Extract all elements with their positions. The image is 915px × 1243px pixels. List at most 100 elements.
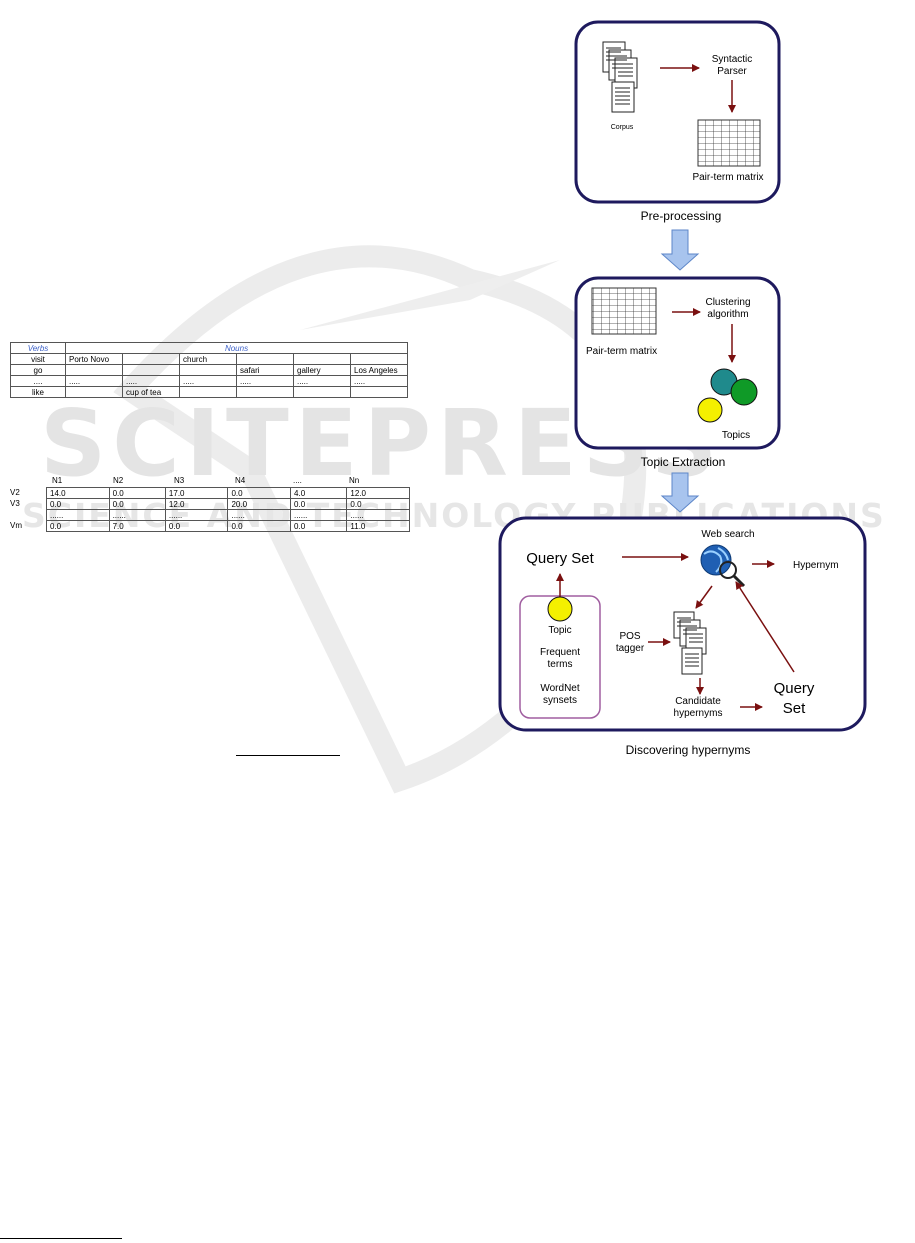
clustering-label-line1: Clustering bbox=[705, 297, 750, 308]
table-cell: 0.0 bbox=[290, 498, 348, 510]
topic-cluster-green bbox=[730, 378, 758, 406]
table-cell bbox=[65, 364, 123, 376]
table-cell: ..... bbox=[122, 375, 180, 387]
matrix-column-headers: N1 N2 N3 N4 .... Nn bbox=[10, 476, 410, 487]
pair-term-matrix-label: Pair-term matrix bbox=[586, 346, 657, 357]
topic-label: Topic bbox=[548, 625, 571, 636]
matrix-row-label: V3 bbox=[10, 499, 20, 508]
table-cell: ..... bbox=[293, 375, 351, 387]
table-cell: safari bbox=[236, 364, 294, 376]
table-cell: 14.0 bbox=[46, 487, 110, 499]
table-cell: ..... bbox=[65, 375, 123, 387]
frequent-terms-line2: terms bbox=[548, 659, 573, 670]
pos-tagger-line2: tagger bbox=[616, 643, 645, 654]
table-cell: 12.0 bbox=[346, 487, 410, 499]
table-cell: like bbox=[10, 386, 66, 398]
topic-circle bbox=[547, 596, 573, 622]
table-cell: ...... bbox=[164, 509, 229, 521]
architecture-diagram: Corpus Syntactic Parser Pair-term matrix… bbox=[498, 20, 867, 757]
table-cell: ...... bbox=[46, 509, 110, 521]
table-row: like cup of tea bbox=[10, 386, 408, 398]
table-cell: ...... bbox=[346, 509, 410, 521]
corpus-documents-icon bbox=[602, 41, 638, 113]
table-cell: ...... bbox=[290, 509, 348, 521]
table-row: 14.0 0.0 17.0 0.0 4.0 12.0 bbox=[46, 487, 410, 499]
table-cell: 17.0 bbox=[164, 487, 229, 499]
table-cell bbox=[236, 353, 294, 365]
matrix-column-header: N4 bbox=[235, 476, 246, 485]
topic-cluster-yellow bbox=[697, 397, 723, 423]
discovering-hypernyms-stage: Query Set Web search Hypernym Topic Freq… bbox=[498, 516, 867, 757]
table-cell bbox=[350, 353, 408, 365]
table-header-row: Verbs Nouns bbox=[10, 342, 408, 354]
frequent-terms-line1: Frequent bbox=[540, 647, 580, 658]
wordnet-synsets-line1: WordNet bbox=[540, 683, 579, 694]
matrix-row-label: Vm bbox=[10, 521, 22, 530]
matrix-row-label: V2 bbox=[10, 488, 20, 497]
block-arrow-down bbox=[660, 472, 700, 513]
topic-extraction-stage: Pair-term matrix Clustering algorithm To… bbox=[574, 276, 781, 469]
pair-term-matrix: N1 N2 N3 N4 .... Nn V2 V3 Vm 14.0 0.0 17… bbox=[10, 476, 410, 532]
corpus-label: Corpus bbox=[611, 124, 634, 131]
table-cell bbox=[293, 353, 351, 365]
table-cell: cup of tea bbox=[122, 386, 180, 398]
table-cell: ..... bbox=[350, 375, 408, 387]
discovering-hypernyms-caption: Discovering hypernyms bbox=[626, 743, 751, 757]
table-cell: church bbox=[179, 353, 237, 365]
topics-label: Topics bbox=[722, 430, 750, 441]
table-row: 0.0 0.0 12.0 20.0 0.0 0.0 bbox=[46, 498, 410, 510]
verbs-header: Verbs bbox=[10, 342, 66, 354]
table-cell: 0.0 bbox=[164, 520, 229, 532]
candidate-hypernyms-line2: hypernyms bbox=[674, 708, 723, 719]
verbs-nouns-table: Verbs Nouns visit Porto Novo church go s… bbox=[10, 342, 408, 398]
table-cell bbox=[179, 386, 237, 398]
preprocessing-stage: Corpus Syntactic Parser Pair-term matrix… bbox=[574, 20, 781, 223]
table-cell: ..... bbox=[236, 375, 294, 387]
wordnet-synsets-line2: synsets bbox=[543, 695, 577, 706]
table-cell: 0.0 bbox=[227, 487, 292, 499]
table-cell: 0.0 bbox=[227, 520, 292, 532]
table-row: visit Porto Novo church bbox=[10, 353, 408, 365]
table-cell: Porto Novo bbox=[65, 353, 123, 365]
pos-tagger-line1: POS bbox=[619, 631, 640, 642]
clustering-label-line2: algorithm bbox=[707, 309, 748, 320]
matrix-column-header: N2 bbox=[113, 476, 124, 485]
matrix-row-labels: V2 V3 Vm bbox=[10, 487, 46, 531]
table-cell bbox=[65, 386, 123, 398]
pair-term-matrix-icon bbox=[697, 119, 761, 167]
table-cell: Los Angeles bbox=[350, 364, 408, 376]
pair-term-matrix-label: Pair-term matrix bbox=[692, 172, 763, 183]
pair-term-matrix-icon bbox=[591, 287, 657, 335]
query-set-2-line1: Query bbox=[774, 680, 815, 697]
table-row: go safari gallery Los Angeles bbox=[10, 364, 408, 376]
table-row: 0.0 7.0 0.0 0.0 0.0 11.0 bbox=[46, 520, 410, 532]
matrix-column-header: Nn bbox=[349, 476, 360, 485]
table-cell bbox=[179, 364, 237, 376]
topic-extraction-caption: Topic Extraction bbox=[641, 455, 726, 469]
query-set-2-line2: Set bbox=[783, 700, 806, 717]
parser-label-line1: Syntactic bbox=[712, 54, 753, 65]
matrix-column-header: N1 bbox=[52, 476, 63, 485]
table-cell bbox=[122, 353, 180, 365]
table-row: ...... ...... ...... ...... ...... .....… bbox=[46, 509, 410, 521]
table-cell bbox=[236, 386, 294, 398]
table-cell: 4.0 bbox=[290, 487, 348, 499]
table-cell bbox=[122, 364, 180, 376]
result-documents-icon bbox=[673, 611, 707, 675]
web-search-label: Web search bbox=[701, 529, 754, 540]
nouns-header: Nouns bbox=[65, 342, 408, 354]
preprocessing-caption: Pre-processing bbox=[641, 209, 722, 223]
matrix-column-header: .... bbox=[293, 476, 302, 485]
table-cell bbox=[293, 386, 351, 398]
globe-search-icon bbox=[700, 544, 746, 588]
table-cell: ...... bbox=[227, 509, 292, 521]
table-cell bbox=[350, 386, 408, 398]
matrix-row-label bbox=[10, 509, 46, 520]
table-cell: 12.0 bbox=[164, 498, 229, 510]
table-cell: 20.0 bbox=[227, 498, 292, 510]
parser-label-line2: Parser bbox=[717, 66, 747, 77]
arrow-query-set-to-web-search bbox=[735, 581, 795, 673]
table-cell: go bbox=[10, 364, 66, 376]
url-underline bbox=[236, 755, 340, 756]
table-cell: visit bbox=[10, 353, 66, 365]
